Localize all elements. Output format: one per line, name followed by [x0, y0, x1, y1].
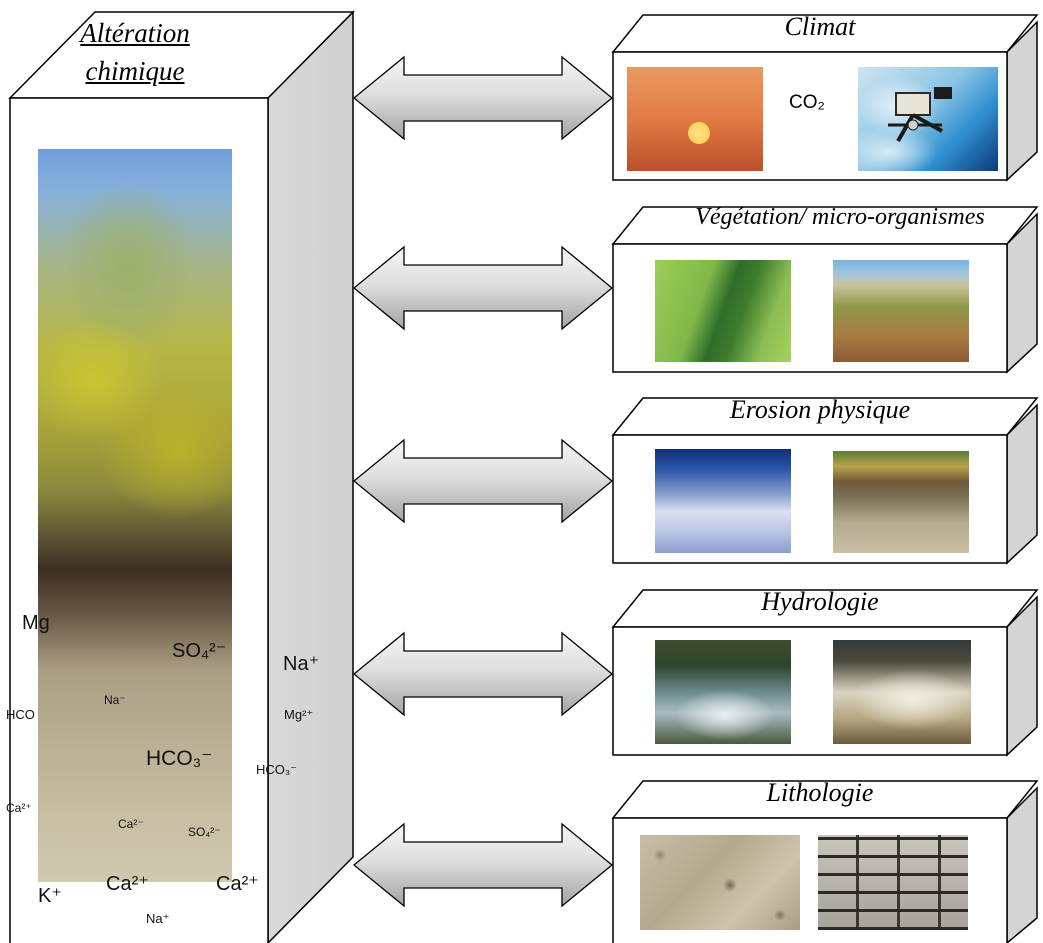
ion-ca2-bottom2: Ca²⁺	[216, 873, 259, 895]
double-arrow-lithologie	[352, 822, 614, 908]
ion-na-plus-bottom: Na⁺	[146, 911, 170, 926]
category-box-erosion: Erosion physique	[605, 395, 1043, 565]
rapids-photo	[833, 640, 971, 744]
sunset-photo	[627, 67, 763, 171]
category-title-vegetation: Végétation/ micro-organismes	[695, 204, 985, 230]
satellite-photo	[858, 67, 998, 171]
category-title-lithologie: Lithologie	[766, 778, 874, 807]
ion-so4-low: SO₄²⁻	[188, 825, 221, 839]
double-arrow-climat	[352, 55, 614, 141]
double-arrow-vegetation	[352, 245, 614, 331]
ion-ca2-mid: Ca²⁻	[118, 817, 144, 831]
main-title: Altération chimique	[30, 14, 240, 90]
category-title-erosion: Erosion physique	[729, 395, 911, 424]
ion-hco3-right: HCO₃⁻	[256, 762, 298, 777]
leaf-photo	[655, 260, 791, 362]
main-title-line2: chimique	[85, 56, 185, 86]
ion-na-mid: Na⁻	[104, 693, 126, 707]
category-box-lithologie: Lithologie	[605, 778, 1043, 943]
forest-photo	[833, 260, 969, 362]
soil-profile-photo	[38, 149, 232, 882]
riverbank-photo	[833, 451, 969, 553]
stone-wall-photo	[818, 835, 968, 930]
gravel-photo	[640, 835, 800, 930]
chemical-weathering-box: Altération chimique Mg SO₄²⁻ HCO Na⁻ HCO…	[0, 0, 360, 943]
category-title-hydrologie: Hydrologie	[761, 587, 879, 616]
double-arrow-erosion	[352, 438, 614, 524]
category-title-climat: Climat	[784, 12, 856, 41]
ion-mg-left: Mg	[22, 612, 50, 634]
double-arrow-hydrologie	[352, 631, 614, 717]
ion-hco-left: HCO	[6, 707, 35, 722]
category-box-vegetation: Végétation/ micro-organismes	[605, 204, 1043, 374]
category-box-hydrologie: Hydrologie	[605, 587, 1043, 757]
ion-ca2-bottom1: Ca²⁺	[106, 873, 149, 895]
ion-ca2-left: Ca²⁺	[6, 801, 32, 815]
main-title-line1: Altération	[80, 18, 190, 48]
ion-hco3-mid: HCO₃⁻	[146, 747, 213, 770]
co2-label: CO₂	[789, 92, 825, 113]
stream-photo	[655, 640, 791, 744]
satellite-icon	[888, 87, 952, 142]
snow-photo	[655, 449, 791, 553]
category-box-climat: Climat CO₂	[605, 12, 1043, 182]
ion-k-plus: K⁺	[38, 885, 62, 907]
ion-mg2-right: Mg²⁺	[284, 707, 314, 722]
ion-na-plus-right: Na⁺	[283, 653, 320, 675]
ion-so4-top: SO₄²⁻	[172, 640, 227, 662]
